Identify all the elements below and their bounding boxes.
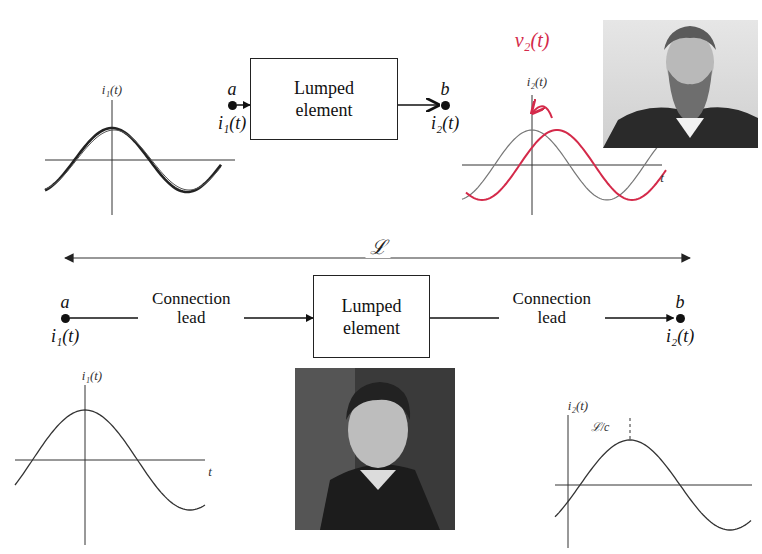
terminal-node: b i₂(t) [666, 292, 694, 346]
element-label: Lumped element [279, 77, 369, 121]
signal-label: i₁(t) [102, 83, 122, 97]
waveform-curve [45, 128, 221, 192]
delay-marker [630, 418, 631, 442]
signal-label: t [208, 465, 212, 479]
current-waveform [555, 440, 751, 530]
terminal-dot [441, 101, 450, 110]
portrait-photo [603, 20, 758, 148]
current-waveform [45, 128, 221, 192]
signal-label: ℒ/c [591, 421, 610, 434]
terminal-name: b [676, 292, 685, 312]
terminal-dot [676, 314, 685, 323]
terminal-node: a i₁(t) [218, 79, 246, 133]
current-waveform [15, 410, 205, 510]
terminal-name: a [228, 79, 237, 99]
portrait-photo [295, 368, 455, 530]
current-label: i₂(t) [666, 326, 694, 346]
waveform-curve [15, 410, 205, 510]
signal-label: i₁(t) [82, 369, 102, 383]
waveform-axes [15, 385, 205, 545]
connection-wire [398, 104, 439, 106]
lead-label: Connection lead [138, 288, 244, 328]
signal-label: i₂(t) [568, 399, 588, 413]
lead-label: Connection lead [499, 288, 605, 328]
current-label: i₂(t) [431, 113, 459, 133]
terminal-dot [61, 314, 70, 323]
element-label: Lumped element [327, 295, 417, 339]
current-label: i₁(t) [51, 326, 79, 346]
shift-arrow [533, 106, 552, 118]
signal-label: t [660, 171, 664, 185]
waveform-axes [555, 415, 752, 548]
terminal-dot [228, 101, 237, 110]
terminal-node: a i₁(t) [51, 292, 79, 346]
connection-wire [237, 104, 251, 106]
lumped-element-box: Lumped element [250, 58, 398, 140]
waveform-curve [555, 440, 751, 530]
signal-label: ℒ [366, 236, 391, 258]
terminal-node: b i₂(t) [431, 79, 459, 133]
waveform-curve [45, 130, 221, 190]
lumped-element-box: Lumped element [313, 275, 430, 358]
signal-label: i₂(t) [527, 75, 547, 89]
terminal-name: a [61, 292, 70, 312]
terminal-name: b [441, 79, 450, 99]
signal-label: v₂(t) [515, 29, 550, 51]
waveform-axes [45, 100, 235, 215]
current-label: i₁(t) [218, 113, 246, 133]
